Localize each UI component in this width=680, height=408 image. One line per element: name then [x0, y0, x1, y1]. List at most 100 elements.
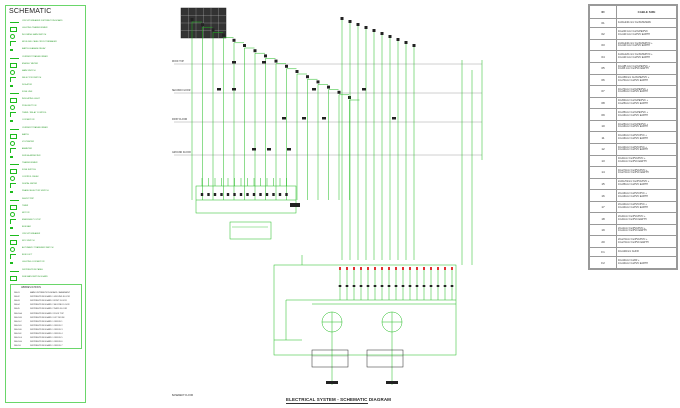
legend-item-label: LIGHTING CONTACTOR: [22, 261, 45, 264]
legend-symbol-icon: [10, 218, 16, 224]
legend-item: VOLTMETER: [10, 140, 82, 146]
legend-symbol-icon: [10, 191, 13, 194]
cable-size-cell: 2Cu6mm² Cu/PVC/PVC +1Cu6mm² Cu/PVC EARTH: [616, 212, 677, 225]
legend-symbol-icon: [10, 247, 15, 253]
floor-label: FIRST FLOOR: [172, 119, 187, 121]
abbreviation-value: DISTRIBUTION BOARD / OFFICE 4: [30, 333, 63, 335]
cable-size-cell: 2x4Cu70mm² Cu/PVC/PVC +1Cu35mm² Cu/PVC E…: [616, 177, 677, 191]
abbreviation-value: DISTRIBUTION BOARD / OFFICE 3: [30, 328, 63, 331]
cable-id-cell: 11: [589, 131, 617, 144]
legend-item: SURGE ARRESTER: [10, 155, 82, 160]
legend-item: LIGHTING CONTACTOR: [10, 261, 82, 266]
riser-db-box: [306, 75, 309, 79]
legend-item-label: MOULDED CASE CIRCUIT BREAKER: [22, 41, 57, 44]
floor-db-box: [232, 88, 236, 91]
legend-item-label: INDICATING LIGHT: [22, 98, 40, 101]
red-indicator: [444, 267, 446, 270]
riser-db-box: [243, 44, 246, 47]
abbreviation-value: DISTRIBUTION BOARD / SECOND FLOOR: [30, 304, 70, 307]
breaker-box: [429, 285, 433, 287]
abbreviation-value: DISTRIBUTION BOARD / ROOF TOP: [30, 312, 64, 315]
floor-db-box: [302, 117, 306, 120]
legend-item: INDICATING LIGHT: [10, 98, 82, 104]
legend-symbol-icon: [10, 270, 19, 276]
red-indicator: [402, 267, 404, 270]
abbreviation-key: DB-01: [14, 292, 20, 294]
breaker-box: [345, 285, 349, 287]
abbreviation-value: DISTRIBUTION BOARD / OFFICE 1: [30, 320, 63, 323]
floor-db-box: [362, 88, 366, 91]
legend-item-label: FUSE SWITCH: [22, 169, 36, 172]
breaker-box: [252, 193, 256, 196]
legend-symbol-icon: [10, 120, 13, 123]
legend-item: FUSE LINK: [10, 91, 82, 96]
legend-item: MOULDED CASE CIRCUIT BREAKER: [10, 41, 82, 47]
abbreviation-row: DB-01-C DISTRIBUTION BOARD / OFFICE 1: [14, 321, 80, 325]
legend-symbol-icon: [10, 27, 17, 33]
riser-db-box: [364, 26, 368, 29]
abbreviation-value: DISTRIBUTION BOARD / LIFT ROOM: [30, 316, 65, 319]
cable-id-cell: 10: [589, 119, 617, 133]
legend-symbol-icon: [10, 176, 15, 182]
legend-item: DISTRIBUTION PANEL: [10, 269, 82, 274]
legend-item-label: ISOLATOR: [22, 83, 32, 86]
legend-item: INCOMING MAIN SWITCH: [10, 34, 82, 40]
abbreviation-key: DB-04: [14, 304, 20, 307]
legend-item: BUS DUCT: [10, 254, 82, 260]
legend-symbol-icon: [10, 147, 16, 153]
legend-item-label: EMERGENCY STOP: [22, 218, 41, 221]
legend-item-label: TIMER / RELAY CONTROL: [22, 112, 47, 115]
legend-item-label: SUB MAIN SWITCH BOARD: [22, 275, 48, 278]
generator-source-box: [366, 349, 404, 368]
cable-id-cell: 05: [589, 62, 617, 75]
legend-item: CURRENT TRANSFORMER: [10, 127, 82, 132]
legend-item: EARTH LEAKAGE RELAY: [10, 48, 82, 53]
abbreviations-title: ABBREVIATIONS: [21, 286, 41, 289]
legend-item: CIRCUIT BREAKER DISTRIBUTION BOARD: [10, 20, 82, 25]
legend-item-label: LIGHTING TRANSFORMER: [22, 27, 48, 30]
breaker-box: [338, 285, 342, 287]
floor-db-box: [217, 88, 221, 91]
cable-size-cell: 4Cu6mm² Cu/PVC/PVC +1Cu6mm² Cu/PVC EARTH: [616, 154, 677, 168]
legend-item: MOTOR: [10, 211, 82, 217]
legend-item-label: ENERGY METER: [22, 62, 38, 65]
riser-db-box: [340, 17, 344, 20]
legend-item-label: EARTH: [22, 133, 29, 136]
breaker-box: [443, 285, 447, 287]
legend-item: SHUNT TRIP: [10, 198, 82, 203]
legend-item-label: SHUNT TRIP: [22, 197, 34, 200]
breaker-box: [259, 193, 262, 196]
abbreviation-value: DISTRIBUTION BOARD / OFFICE 6: [30, 341, 63, 344]
breaker-box: [408, 285, 412, 287]
riser-db-box: [222, 33, 225, 37]
riser-db-box: [285, 64, 288, 68]
breaker-box: [352, 285, 356, 287]
abbreviation-key: DB-01-H: [14, 341, 22, 344]
legend-item: CURRENT TRANSFORMER: [10, 56, 82, 61]
abbreviation-key: DB-01-C: [14, 320, 22, 323]
cable-size-cell: 4Cu2.5mm² Cu/PVC/PVC +1Cu2.5mm² Cu/PVC E…: [616, 166, 677, 179]
legend-item-label: CIRCUIT BREAKER: [22, 233, 41, 235]
legend-item-label: MAIN SWITCH: [22, 69, 36, 72]
abbreviation-key: DB-01-B: [14, 316, 22, 319]
riser-db-box: [264, 54, 267, 58]
cable-id-cell: 01: [589, 17, 617, 29]
breaker-box: [415, 285, 419, 287]
cable-id-cell: 16: [589, 189, 617, 202]
legend-item: SUB MAIN SWITCH BOARD: [10, 275, 82, 281]
breaker-box: [207, 193, 210, 196]
cable-size-cell: 2x4Cu240 mm² Cu/XLPE/PVC +1Cu120 mm² Cu/…: [616, 38, 677, 52]
